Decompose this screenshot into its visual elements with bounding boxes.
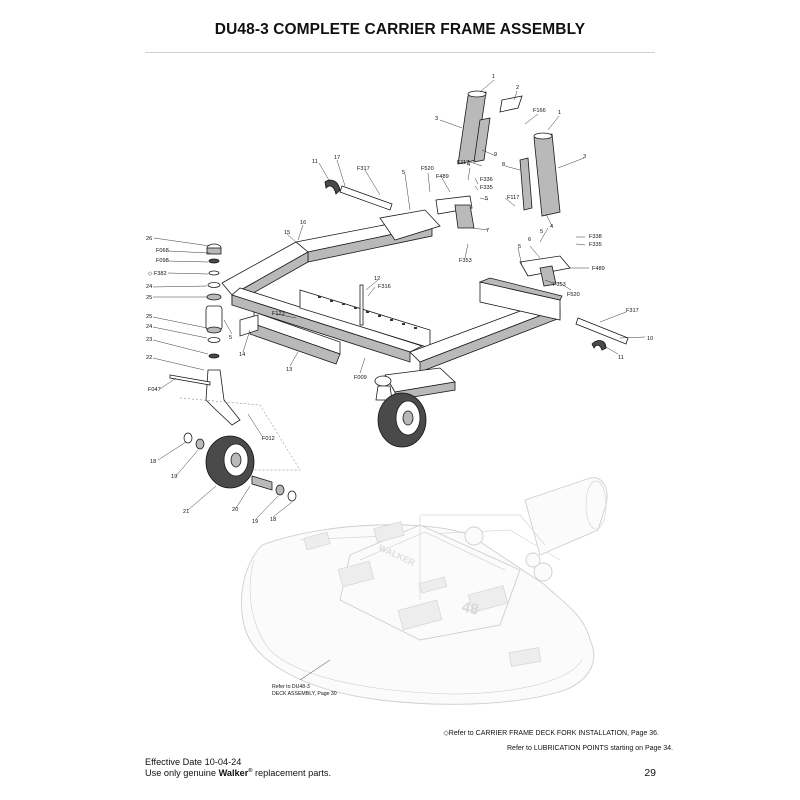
callout-5c: 5 [540, 229, 543, 235]
callout-F353a: F353 [459, 258, 472, 264]
deck-decal-number: 48 [460, 599, 480, 619]
callout-F382: ◇ F382 [148, 271, 167, 277]
callout-5b: 5 [485, 196, 488, 202]
callout-25b: 25 [146, 314, 152, 320]
leader-lines [152, 79, 646, 520]
page-number: 29 [644, 767, 656, 779]
callout-F047: F047 [148, 387, 161, 393]
callout-labels: 1 2 F166 1 3 9 F117 8 3 11 17 F317 F520 … [146, 74, 653, 525]
callout-15: 15 [284, 230, 290, 236]
callout-3a: 3 [435, 116, 438, 122]
genuine-suffix: replacement parts. [252, 768, 332, 779]
callout-F117a: F117 [457, 160, 469, 166]
callout-F338: F338 [589, 234, 602, 240]
callout-F316: F316 [378, 284, 391, 290]
deck-reference-line1: Refer to DU48-3 [272, 684, 310, 690]
callout-1a: 1 [492, 74, 495, 80]
callout-19b: 19 [252, 519, 258, 525]
callout-16: 16 [300, 220, 306, 226]
callout-10: 10 [647, 336, 653, 342]
callout-F336: F336 [480, 177, 493, 183]
registered-mark: ® [248, 768, 253, 774]
callout-17: 17 [334, 155, 340, 161]
carrier-fork-note: ◇Refer to CARRIER FRAME DECK FORK INSTAL… [443, 730, 659, 737]
callout-4a: 4 [467, 162, 470, 168]
callout-8: 8 [502, 162, 505, 168]
callout-18a: 18 [150, 459, 156, 465]
callout-F317b: F317 [626, 308, 639, 314]
ghost-deck-illustration: 48 WALKER [241, 477, 608, 705]
callout-F489b: F489 [592, 266, 605, 272]
callout-F317a: F317 [357, 166, 370, 172]
callout-14: 14 [239, 352, 245, 358]
callout-5e: 5 [229, 335, 232, 341]
callout-6: 6 [528, 237, 531, 243]
callout-5a: 5 [402, 170, 405, 176]
right-caster-wheel [374, 375, 427, 448]
callout-22: 22 [146, 355, 152, 361]
deck-reference-note: Refer to DU48-3 DECK ASSEMBLY, Page 30 [272, 684, 337, 698]
callout-25a: 25 [146, 295, 152, 301]
suspension-assembly [324, 90, 629, 351]
effective-date: Effective Date 10-04-24 [145, 757, 242, 767]
callout-12: 12 [374, 276, 380, 282]
callout-7: 7 [486, 228, 489, 234]
callout-1b: 1 [558, 110, 561, 116]
callout-3b: 3 [583, 154, 586, 160]
lubrication-note: Refer to LUBRICATION POINTS starting on … [507, 745, 673, 752]
callout-F166: F166 [533, 108, 546, 114]
callout-F098: F098 [156, 258, 169, 264]
callout-F489a: F489 [436, 174, 449, 180]
page-title: DU48-3 COMPLETE CARRIER FRAME ASSEMBLY [214, 21, 586, 38]
callout-F009: F009 [354, 375, 367, 381]
callout-F012: F012 [262, 436, 275, 442]
left-caster-stack [169, 243, 301, 502]
callout-26: 26 [146, 236, 152, 242]
callout-24b: 24 [146, 324, 152, 330]
callout-F520a: F520 [421, 166, 434, 172]
callout-F123: F123 [272, 311, 285, 317]
callout-19a: 19 [171, 474, 177, 480]
callout-13: 13 [286, 367, 292, 373]
callout-F353b: F353 [553, 282, 566, 288]
genuine-prefix: Use only genuine [145, 768, 219, 779]
callout-18b: 18 [270, 517, 276, 523]
deck-reference-line2: DECK ASSEMBLY, Page 30 [272, 691, 337, 697]
callout-9: 9 [494, 152, 497, 158]
callout-24a: 24 [146, 284, 152, 290]
callout-F117b: F117 [507, 195, 519, 201]
callout-11b: 11 [618, 355, 624, 361]
callout-5d: 5 [518, 244, 521, 250]
genuine-parts-notice: Use only genuine Walker® replacement par… [145, 768, 331, 778]
callout-21: 21 [183, 509, 189, 515]
brand-name: Walker® [218, 768, 253, 779]
callout-F068: F068 [156, 248, 169, 254]
callout-F335b: F335 [589, 242, 602, 248]
callout-11a: 11 [312, 159, 318, 165]
callout-4b: 4 [550, 224, 553, 230]
callout-23: 23 [146, 337, 152, 343]
callout-F335a: F335 [480, 185, 493, 191]
callout-F520b: F520 [567, 292, 580, 298]
carrier-frame [205, 209, 563, 401]
callout-2: 2 [516, 85, 519, 91]
callout-20: 20 [232, 507, 238, 513]
title-rule [145, 52, 655, 53]
